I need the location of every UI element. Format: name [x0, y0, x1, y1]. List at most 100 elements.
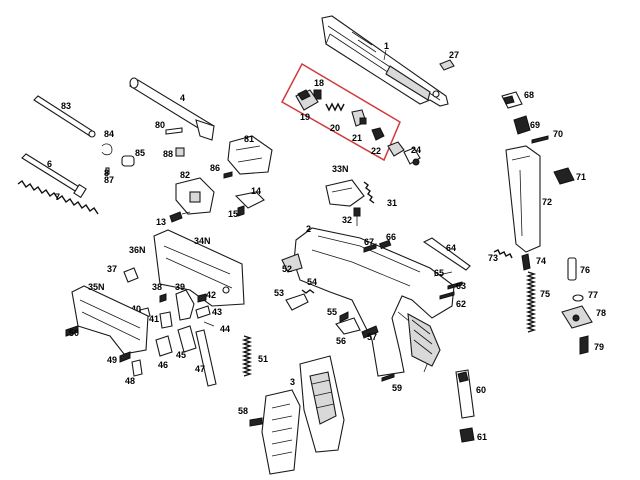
- part-86: [223, 171, 233, 179]
- part-80: [165, 127, 183, 135]
- part-63: [447, 281, 463, 290]
- part-38: [159, 293, 167, 303]
- label-84: 84: [104, 129, 114, 139]
- part-85: [121, 155, 135, 167]
- part-84: [101, 143, 113, 156]
- label-83: 83: [61, 101, 71, 111]
- label-4: 4: [180, 93, 185, 103]
- part-14: [234, 191, 265, 209]
- label-36n: 36N: [129, 245, 146, 255]
- part-27: [439, 59, 455, 71]
- slide-part-1: [321, 15, 449, 107]
- label-35n: 35N: [88, 282, 105, 292]
- label-65: 65: [434, 268, 444, 278]
- part-71: [553, 167, 575, 185]
- part-22: [371, 127, 385, 141]
- label-38: 38: [152, 282, 162, 292]
- label-64: 64: [446, 243, 456, 253]
- label-56: 56: [336, 336, 346, 346]
- label-7: 7: [55, 192, 60, 202]
- label-86: 86: [210, 163, 220, 173]
- label-24: 24: [411, 145, 421, 155]
- part-76: [567, 257, 577, 281]
- part-57: [361, 325, 379, 339]
- part-83: [33, 95, 96, 138]
- label-50: 50: [69, 328, 79, 338]
- part-13: [169, 211, 191, 223]
- part-24: [387, 141, 421, 166]
- part-6: [21, 153, 87, 199]
- part-4: [129, 77, 215, 141]
- label-41: 41: [149, 314, 159, 324]
- part-18: [313, 89, 322, 100]
- part-3-grips: [261, 355, 345, 475]
- label-76: 76: [580, 265, 590, 275]
- label-32: 32: [342, 215, 352, 225]
- part-55: [339, 311, 349, 323]
- part-45: [177, 325, 197, 353]
- label-44: 44: [220, 324, 230, 334]
- part-46: [155, 335, 173, 357]
- part-34n: [153, 229, 245, 307]
- part-88: [175, 147, 185, 157]
- part-41: [159, 311, 173, 329]
- label-18: 18: [314, 78, 324, 88]
- part-7: [17, 179, 99, 215]
- label-15: 15: [228, 209, 238, 219]
- part-56: [335, 317, 361, 335]
- label-6: 6: [47, 159, 52, 169]
- part-77: [572, 294, 584, 302]
- part-87: [105, 167, 110, 175]
- label-3: 3: [290, 377, 295, 387]
- part-68: [501, 91, 523, 109]
- label-27: 27: [449, 50, 459, 60]
- part-66: [378, 239, 392, 250]
- label-63: 63: [456, 281, 466, 291]
- label-81: 81: [244, 134, 254, 144]
- label-51: 51: [258, 354, 268, 364]
- label-79: 79: [594, 342, 604, 352]
- label-62: 62: [456, 299, 466, 309]
- part-78: [561, 305, 593, 329]
- label-66: 66: [386, 232, 396, 242]
- label-75: 75: [540, 289, 550, 299]
- label-46: 46: [158, 360, 168, 370]
- part-49: [119, 351, 131, 363]
- label-88: 88: [163, 149, 173, 159]
- part-42: [197, 293, 207, 303]
- label-13: 13: [156, 217, 166, 227]
- part-50: [65, 325, 79, 337]
- part-53: [285, 293, 309, 311]
- part-65: [433, 271, 453, 277]
- part-59: [381, 373, 395, 382]
- part-20: [325, 102, 345, 112]
- part-81: [227, 135, 273, 175]
- label-48: 48: [125, 376, 135, 386]
- label-20: 20: [330, 123, 340, 133]
- label-74: 74: [536, 256, 546, 266]
- part-61: [459, 427, 475, 443]
- label-1: 1: [384, 41, 389, 51]
- part-37: [123, 267, 139, 283]
- label-67: 67: [364, 237, 374, 247]
- label-42: 42: [206, 290, 216, 300]
- label-34n: 34N: [194, 236, 211, 246]
- part-19: [295, 89, 319, 111]
- label-72: 72: [542, 197, 552, 207]
- part-69: [513, 115, 531, 135]
- label-52: 52: [282, 264, 292, 274]
- part-72: [505, 145, 541, 253]
- label-40: 40: [131, 304, 141, 314]
- part-58: [249, 417, 263, 427]
- label-45: 45: [176, 350, 186, 360]
- label-87: 87: [104, 175, 114, 185]
- label-58: 58: [238, 406, 248, 416]
- label-39: 39: [175, 282, 185, 292]
- part-39: [175, 289, 195, 321]
- label-59: 59: [392, 383, 402, 393]
- label-43: 43: [212, 307, 222, 317]
- label-61: 61: [477, 432, 487, 442]
- part-82: [175, 177, 215, 215]
- label-49: 49: [107, 355, 117, 365]
